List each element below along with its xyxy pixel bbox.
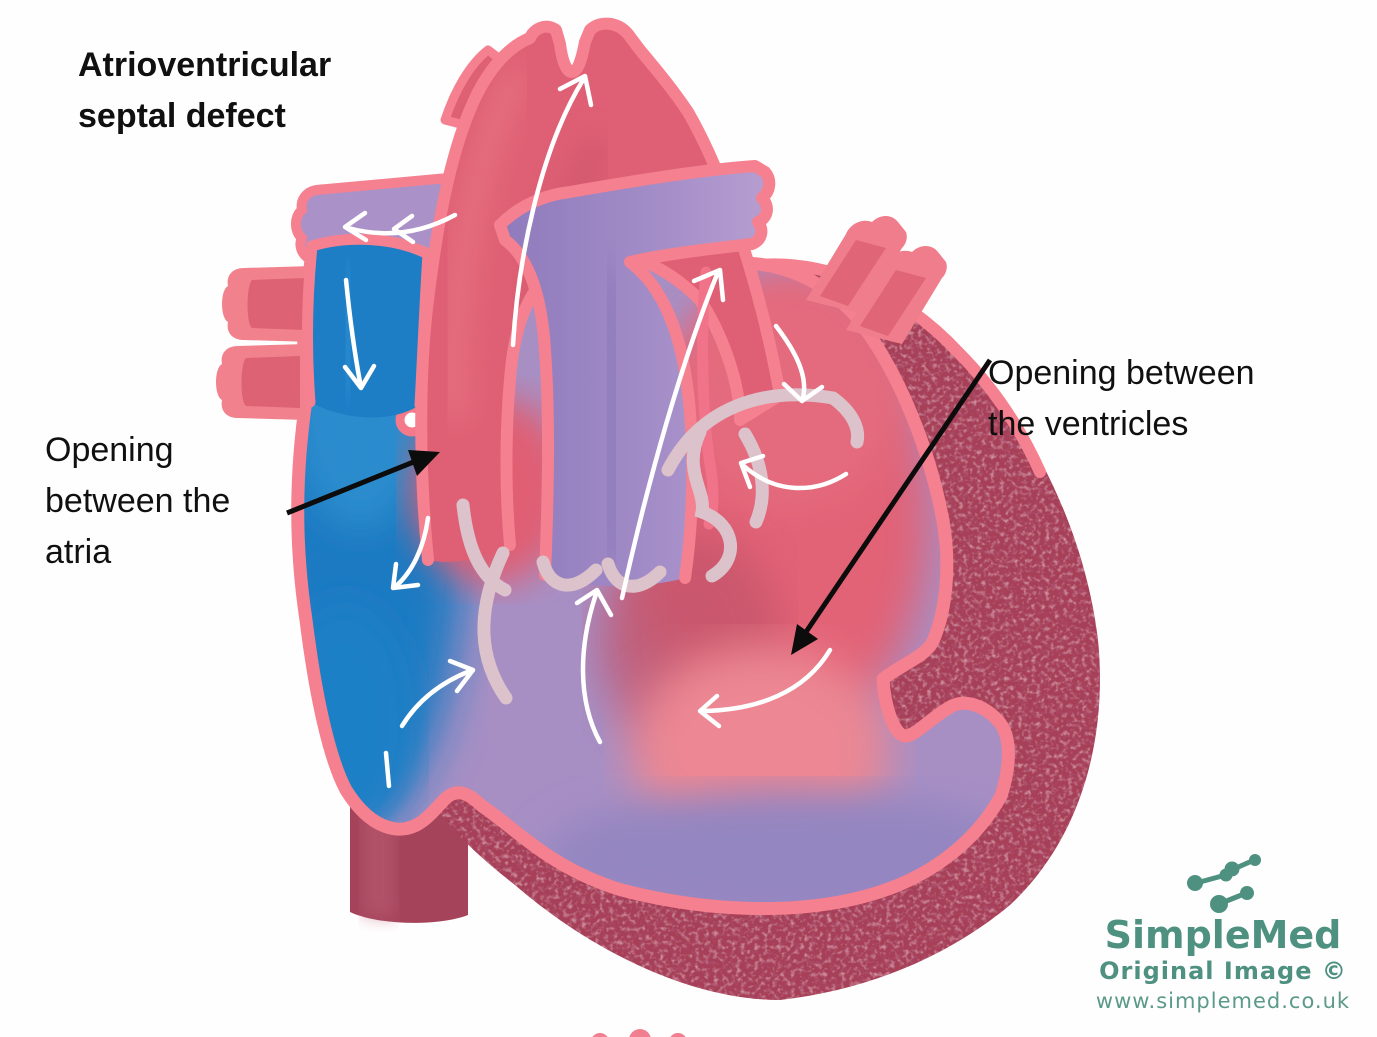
bottom-cropped-shapes bbox=[592, 1029, 686, 1037]
molecule-dots-icon bbox=[1187, 854, 1261, 913]
watermark-tagline: Original Image © bbox=[1099, 956, 1347, 985]
superior-vena-cava bbox=[302, 233, 434, 418]
ventricles-pointer-arrow bbox=[791, 358, 993, 655]
simplemed-watermark: SimpleMed Original Image © www.simplemed… bbox=[1083, 852, 1363, 1016]
atria-pointer-arrow bbox=[286, 450, 440, 516]
pulmonary-artery-trunk bbox=[494, 160, 776, 586]
epicardium-rim bbox=[730, 258, 1046, 478]
endocardium-outline bbox=[291, 245, 1015, 916]
label-opening-between-ventricles: Opening between the ventricles bbox=[988, 354, 1255, 443]
diagram-title: Atrioventricular septal defect bbox=[78, 46, 332, 135]
blood-flow-arrows bbox=[342, 73, 849, 789]
watermark-url: www.simplemed.co.uk bbox=[1095, 989, 1351, 1014]
watermark-brand: SimpleMed bbox=[1104, 913, 1342, 957]
label-opening-between-atria: Opening between the atria bbox=[45, 431, 231, 571]
left-pulmonary-veins bbox=[216, 266, 312, 420]
right-pulmonary-veins bbox=[806, 216, 947, 344]
